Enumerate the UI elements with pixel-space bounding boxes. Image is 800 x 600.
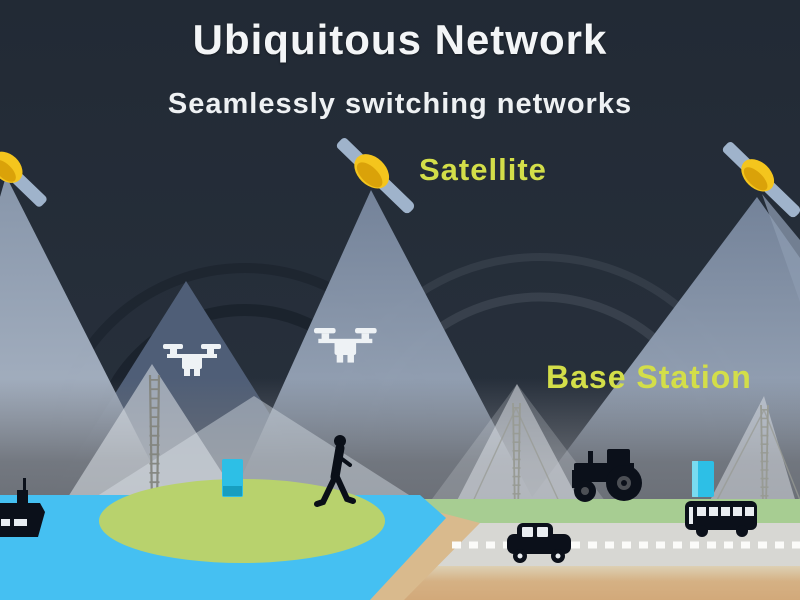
right-satellite-side-beam xyxy=(762,194,800,302)
satellite-icon-center xyxy=(336,138,415,214)
base-station-tower-center-icon xyxy=(469,402,563,515)
base-station-tower-right-icon xyxy=(715,404,800,507)
car-icon xyxy=(507,523,571,563)
kiosk-icon-left xyxy=(222,459,243,497)
page-title: Ubiquitous Network xyxy=(192,16,608,63)
right-tower-beam xyxy=(702,396,800,516)
left-tower-beam xyxy=(56,364,250,516)
tractor-icon xyxy=(572,449,642,502)
satellite-icon-right xyxy=(722,142,800,218)
satellite-label: Satellite xyxy=(419,152,547,187)
bus-icon xyxy=(685,501,757,537)
base-station-label: Base Station xyxy=(546,359,752,395)
page-subtitle: Seamlessly switching networks xyxy=(167,88,633,120)
base-station-tower-left-icon xyxy=(148,374,161,507)
drone-icon-right xyxy=(314,328,377,363)
ship-icon xyxy=(0,478,45,537)
satellite-icon-left xyxy=(0,151,47,207)
drone-icon-left xyxy=(163,344,221,376)
kiosk-icon-right xyxy=(692,461,714,497)
pedestrian-icon xyxy=(314,435,356,507)
grass-mound xyxy=(99,479,385,563)
